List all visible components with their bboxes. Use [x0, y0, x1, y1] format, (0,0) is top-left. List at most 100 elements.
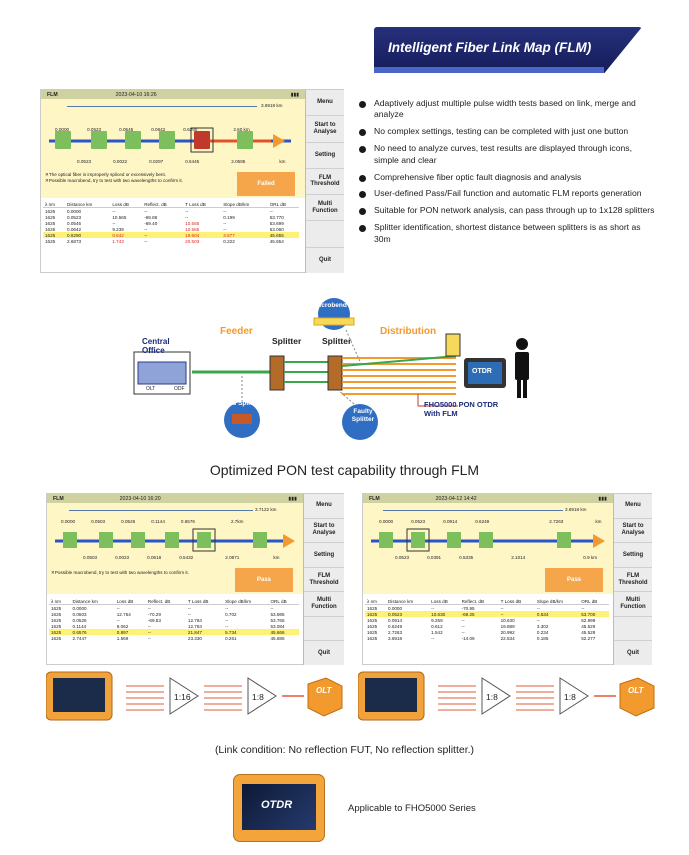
warning-line: ✕The optical fiber is improperly spliced… [45, 172, 167, 177]
flm-threshold-button[interactable]: FLM Threshold [614, 568, 652, 593]
cell: -69.86 [144, 214, 158, 220]
screen-header: FLM 2023-04-10 16:26 ▮▮▮ [41, 90, 305, 99]
cell: 1625 [367, 635, 378, 641]
cell: 1625 [367, 617, 378, 623]
cell: 10.565 [185, 220, 200, 226]
col-header: ORL dB [579, 598, 609, 605]
feature-item: User-defined Pass/Fail function and auto… [358, 188, 656, 199]
start-analyse-button[interactable]: Start to Analyse [614, 519, 652, 544]
cell: -- [225, 617, 229, 623]
cell: -- [223, 220, 227, 226]
cell: 1625 [45, 220, 56, 226]
quit-button[interactable]: Quit [319, 256, 331, 263]
cell: 3.302 [536, 623, 549, 629]
pos-label: 0.9 km [583, 555, 598, 560]
cell: 53.765 [270, 617, 285, 623]
blank-button[interactable] [306, 221, 344, 248]
topology-graphic [46, 671, 343, 721]
product-label: FHO5000 PON OTDR With FLM [424, 400, 499, 419]
blank-button[interactable] [304, 617, 344, 642]
cell: 53.084 [270, 623, 285, 629]
flm-threshold-button[interactable]: FLM Threshold [304, 568, 344, 593]
top-positions: 0.0000 0.0523 0.0545 0.0642 0.6290 2.60 … [55, 127, 250, 132]
menu-button[interactable]: Menu [306, 90, 344, 117]
pos-label: 0.0000 [61, 519, 76, 524]
quit-button[interactable]: Quit [318, 649, 330, 656]
battery-icon: ▮▮▮ [290, 91, 299, 98]
cell: 1625 [51, 617, 62, 623]
setting-button[interactable]: Setting [306, 143, 344, 169]
col-header: T Loss dB [498, 598, 535, 605]
cell: 9.259 [431, 617, 443, 623]
screen-title: FLM [369, 495, 380, 502]
cell: 0.185 [536, 635, 549, 641]
cell: 19.889 [500, 623, 515, 629]
cell: -70.95 [461, 605, 475, 611]
cell: 1.743 [112, 238, 124, 244]
pos-label: 0.6290 [183, 127, 198, 132]
cell: -69.25 [459, 611, 499, 617]
cell: 1625 [51, 623, 62, 629]
banner-title: Intelligent Fiber Link Map (FLM) [388, 40, 592, 55]
applicable-note: Applicable to FHO5000 Series [348, 803, 476, 814]
faulty-splitter-label: Faulty Splitter [351, 408, 375, 424]
cell: -- [500, 605, 504, 611]
pos-label: 0.0023 [115, 555, 130, 560]
event-table: λ nm Distance km Loss dB Reflect. dB T L… [365, 598, 609, 641]
flm-threshold-button[interactable]: FLM Threshold [306, 169, 344, 196]
setting-button[interactable]: Setting [614, 543, 652, 568]
event-table: λ nm Distance km Loss dB Reflect. dB T L… [43, 201, 299, 244]
multi-function-button[interactable]: Multi Function [306, 195, 344, 222]
cell: -- [112, 208, 116, 214]
col-header: Loss dB [110, 201, 143, 208]
menu-button[interactable]: Menu [614, 494, 652, 519]
setting-button[interactable]: Setting [304, 543, 344, 568]
cell: 0.0000 [67, 208, 82, 214]
pos-label: 0.0503 [91, 519, 106, 524]
col-header: ORL dB [267, 201, 299, 208]
feature-item: Splitter identification, shortest distan… [358, 222, 656, 245]
cell: 23.330 [187, 635, 202, 641]
cell: -- [185, 214, 189, 220]
cell: -- [187, 605, 191, 611]
start-analyse-button[interactable]: Start to Analyse [304, 519, 344, 544]
cell: -69.53 [147, 617, 161, 623]
pos-label: 0.0000 [55, 127, 70, 132]
cell: 0.261 [225, 635, 237, 641]
pos-label: 0.0523 [87, 127, 102, 132]
quit-button[interactable]: Quit [627, 649, 639, 656]
pos-label: 2.7km [230, 519, 244, 524]
cell: -- [144, 226, 148, 232]
blank-button[interactable] [614, 617, 652, 642]
cell: 0.234 [536, 629, 549, 635]
multi-function-button[interactable]: Multi Function [304, 592, 344, 617]
cell: -- [142, 232, 184, 238]
cell: -- [461, 617, 465, 623]
multi-function-button[interactable]: Multi Function [614, 592, 652, 617]
device-logo-text: OTDR [261, 799, 293, 811]
pos-label: 2.60 km [233, 127, 250, 132]
menu-button[interactable]: Menu [304, 494, 344, 519]
start-analyse-button[interactable]: Start to Analyse [306, 116, 344, 143]
bottom-positions: 0.0503 0.0023 0.0618 0.5432 2.0871 km [83, 555, 279, 560]
cell: 0.222 [223, 238, 235, 244]
pos-label: km [273, 555, 280, 560]
